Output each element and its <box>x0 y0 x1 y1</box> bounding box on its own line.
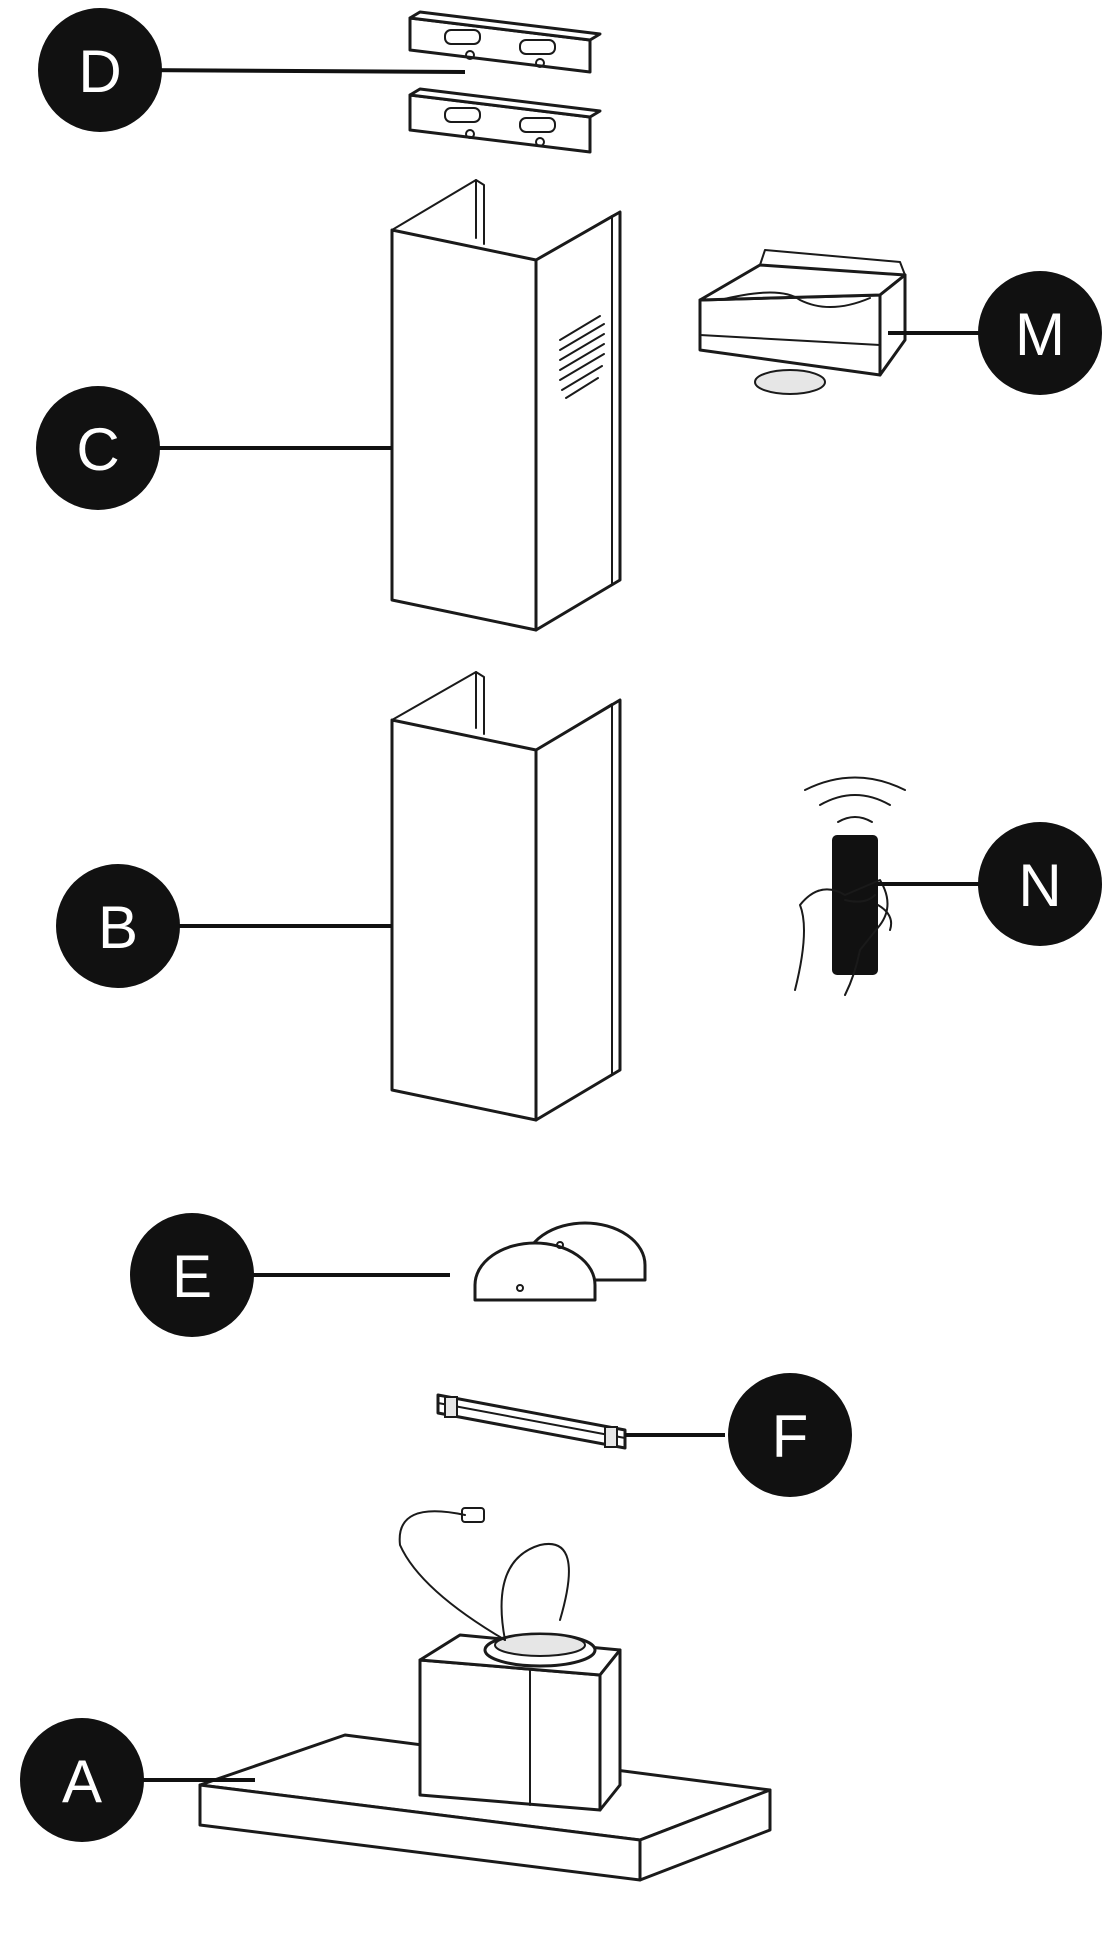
callout-f-label: F <box>772 1403 809 1470</box>
vent-slots <box>559 315 605 399</box>
part-e-duct-covers <box>473 1221 647 1302</box>
callout-e: E <box>130 1213 254 1337</box>
callout-a: A <box>20 1718 144 1842</box>
callout-n-label: N <box>1018 852 1061 919</box>
callout-n: N <box>978 822 1102 946</box>
callout-b-label: B <box>98 894 138 961</box>
part-a-hood-body <box>198 1507 772 1882</box>
bracket-upper <box>408 10 602 74</box>
part-b-lower-chimney <box>390 671 622 1122</box>
bracket-lower <box>408 87 602 154</box>
callout-e-label: E <box>172 1243 212 1310</box>
part-f-rail-bracket <box>436 1393 627 1450</box>
callout-m: M <box>978 271 1102 395</box>
callout-c-label: C <box>76 416 119 483</box>
part-n-remote-control <box>794 776 906 996</box>
callout-d-label: D <box>78 38 121 105</box>
part-d-mounting-brackets <box>408 10 602 154</box>
leader-lines <box>120 68 990 1782</box>
part-c-upper-chimney <box>390 179 622 632</box>
callout-c: C <box>36 386 160 510</box>
callout-f: F <box>728 1373 852 1497</box>
part-m-recirculation-unit <box>698 249 907 395</box>
leader-d <box>129 68 466 74</box>
callout-a-label: A <box>62 1748 102 1815</box>
callout-d: D <box>38 8 162 132</box>
callout-m-label: M <box>1015 301 1065 368</box>
callout-b: B <box>56 864 180 988</box>
